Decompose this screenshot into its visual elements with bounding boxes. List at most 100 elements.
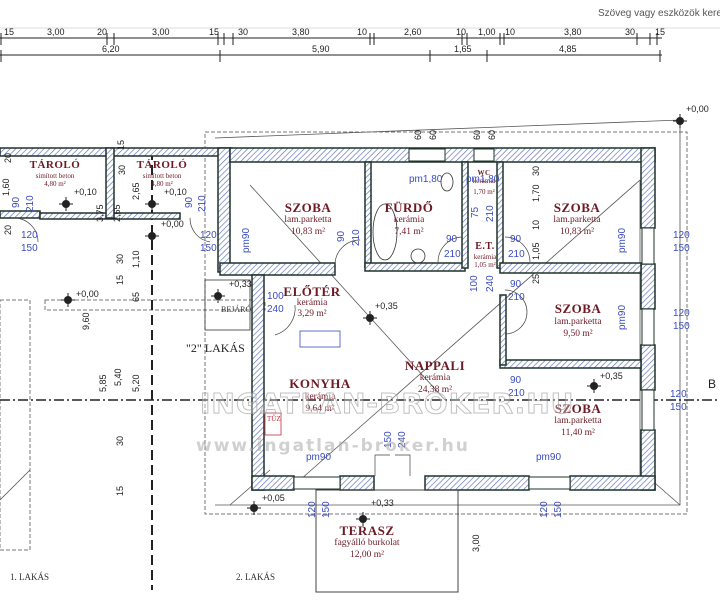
room-area: 9,50 m²: [563, 329, 593, 339]
level-marker-icon: [59, 197, 73, 211]
dim-top: 1,00: [478, 27, 496, 37]
opening-dim: 150: [21, 243, 38, 254]
opening-dim: 210: [485, 205, 496, 222]
wall-dim: 2,65: [131, 182, 141, 200]
entrance-label: BEJÁRÓ: [221, 305, 252, 314]
room-material: kerámia: [419, 373, 451, 383]
level-label: +0,10: [74, 187, 97, 197]
door-swings: [13, 217, 531, 476]
opening-dim: 90: [446, 234, 458, 245]
room-name: TÁROLÓ: [136, 159, 188, 171]
dimension-lines: [0, 33, 662, 62]
wall-dim: 5,40: [113, 368, 123, 386]
opening-dim: 90: [336, 230, 347, 242]
level-marker-icon: [211, 289, 225, 303]
opening-dim: 150: [670, 402, 687, 413]
room-area: 4,80 m²: [44, 180, 66, 188]
opening-dim: pm90: [536, 452, 562, 463]
dim-top: 30: [238, 27, 249, 37]
watermark: INGATLAN-BROKER.HU: [199, 387, 575, 420]
wall-dim: 60: [472, 129, 482, 140]
room-material: fagyálló burkolat: [334, 538, 400, 548]
room-area: 3,29 m²: [297, 309, 327, 319]
opening-dim: 90: [11, 196, 22, 208]
opening-dim: pm1,80: [466, 174, 500, 185]
level-marker-icon: [145, 229, 159, 243]
dim-top: 30: [625, 27, 636, 37]
room-area: 11,40 m²: [561, 428, 595, 438]
room-area: 7,41 m²: [394, 227, 424, 237]
opening-dim: pm90: [306, 452, 332, 463]
level-marker-icon: [363, 311, 377, 325]
opening-dim: 210: [25, 195, 36, 212]
dim-top-total: 1,65: [454, 44, 472, 54]
room-area: 1,05 m²: [474, 261, 496, 269]
opening-dim: pm90: [241, 227, 252, 253]
opening-dim: 100: [469, 275, 480, 292]
apartment-label: 1. LAKÁS: [10, 572, 50, 582]
wall-dim: 15: [115, 485, 125, 496]
room-area: 24,38 m²: [418, 385, 452, 395]
watermark-url: www.ingatlan-broker.hu: [196, 436, 470, 456]
room-material: lam.parketta: [554, 317, 602, 327]
level-label: +0,10: [164, 187, 187, 197]
opening-dim: 150: [321, 501, 332, 518]
level-label: +0,05: [262, 493, 285, 503]
room-name: SZOBA: [284, 200, 332, 215]
opening-dim: 120: [539, 501, 550, 518]
dim-top: 3,00: [152, 27, 170, 37]
opening-dim: 90: [510, 375, 522, 386]
dim-top: 3,80: [564, 27, 582, 37]
wall-dim: 30: [531, 165, 541, 176]
dim-top: 15: [655, 27, 666, 37]
room-name: NAPPALI: [404, 358, 466, 373]
opening-dim: 240: [267, 304, 284, 315]
dim-top: 3,00: [47, 27, 65, 37]
room-name: SZOBA: [553, 200, 601, 215]
wall-dim: 3,75: [95, 204, 105, 222]
dim-top: 10: [505, 27, 516, 37]
wall-dim: 15: [115, 274, 125, 285]
dim-top: 15: [209, 27, 220, 37]
room-name: SZOBA: [554, 301, 602, 316]
level-marker-icon: [247, 501, 261, 515]
wall-dim: 60: [487, 129, 497, 140]
room-area: 1,70 m²: [473, 188, 495, 196]
level-marker-icon: [587, 379, 601, 393]
terrace-outline: [315, 489, 459, 593]
fixtures: [204, 172, 454, 436]
room-name: E.T.: [475, 241, 495, 252]
level-label: +0,00: [686, 104, 709, 114]
opening-dim: 120: [673, 230, 690, 241]
walls: [0, 147, 656, 491]
wall-dim: 10: [531, 219, 541, 230]
wall-dim: 2,65: [112, 204, 122, 222]
level-label: +0,35: [600, 371, 623, 381]
opening-dim: pm90: [617, 227, 628, 253]
wall-dim: 1,60: [1, 178, 11, 196]
level-marker-icon: [673, 114, 687, 128]
room-name: WC: [477, 169, 491, 177]
opening-dim: 100: [267, 291, 284, 302]
level-marker-icon: [356, 512, 370, 526]
level-label: +0,00: [161, 219, 184, 229]
dim-top-total: 5,90: [312, 44, 330, 54]
stove-label: TŰZ: [267, 415, 281, 423]
room-area: 10,83 m²: [291, 227, 325, 237]
wall-dim: 3,00: [471, 534, 481, 552]
wall-dim: 1,70: [531, 184, 541, 202]
dim-top: 15: [4, 27, 15, 37]
room-material: lam.parketta: [553, 215, 601, 225]
wall-dim: 60: [413, 129, 423, 140]
opening-dim: 90: [510, 279, 522, 290]
room-area: 4,80 m²: [151, 180, 173, 188]
room-material: kerámia: [296, 298, 328, 308]
room-name: TÁROLÓ: [29, 159, 81, 171]
wall-dim: 65: [131, 291, 141, 302]
opening-dim: 150: [673, 243, 690, 254]
opening-dim: 150: [553, 501, 564, 518]
wall-dim: 60: [428, 129, 438, 140]
wall-dim: 5,85: [98, 374, 108, 392]
search-input[interactable]: Szöveg vagy eszközök keresé...: [598, 8, 720, 19]
